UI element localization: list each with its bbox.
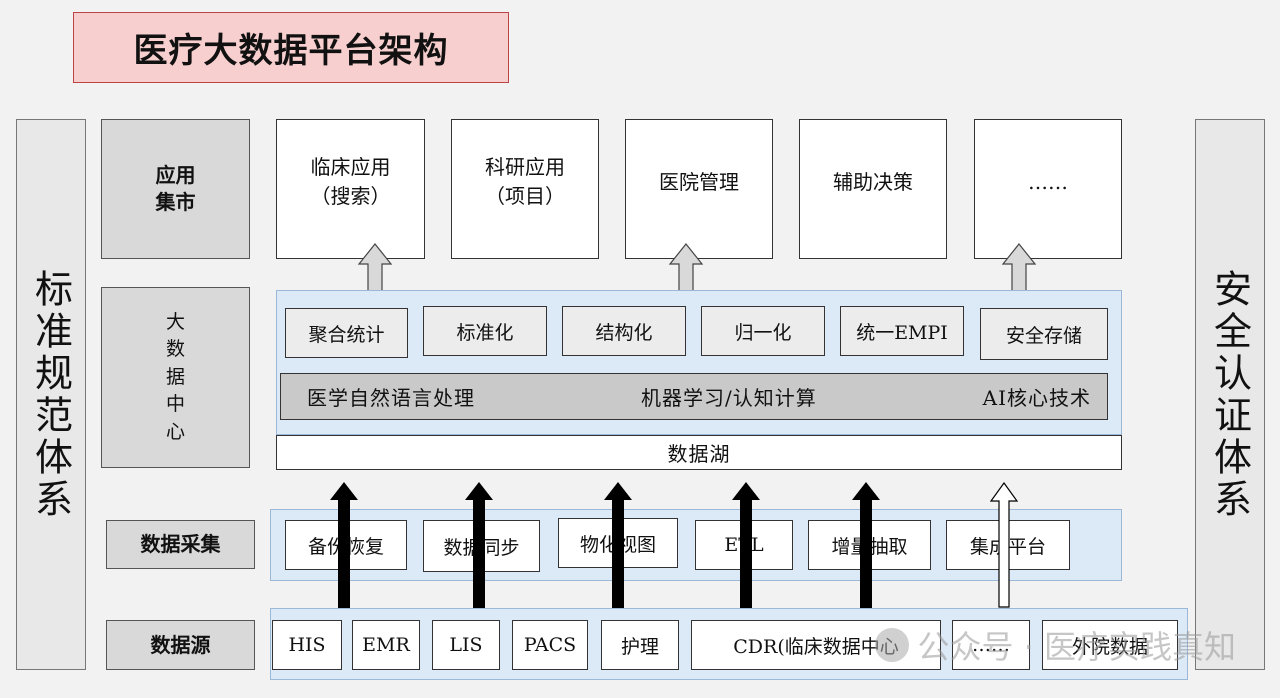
module-aggregate-stats: 聚合统计 [285, 308, 408, 358]
hollow-up-arrow-icon [1001, 243, 1037, 292]
source-lis: LIS [432, 620, 500, 670]
watermark-text: 公众号 · 医疗实践真知 [917, 628, 1236, 666]
ai-core-label: AI核心技术 [982, 386, 1091, 410]
solid-up-arrow-icon [330, 482, 358, 612]
module-normalization: 归一化 [701, 306, 825, 356]
app-research: 科研应用 （项目） [451, 119, 599, 259]
layer-big-data-center: 大 数 据 中 心 [101, 287, 250, 468]
hollow-up-arrow-icon [668, 243, 704, 292]
layer-app-market: 应用 集市 [101, 119, 250, 259]
app-decision-support: 辅助决策 [799, 119, 947, 259]
source-external-hospital: 外院数据 [1042, 620, 1178, 670]
source-pacs: PACS [512, 620, 588, 670]
source-more: …… [952, 620, 1030, 670]
solid-up-arrow-icon [465, 482, 493, 612]
app-clinical: 临床应用 （搜索） [276, 119, 425, 259]
hollow-up-arrow-icon [989, 482, 1019, 608]
solid-up-arrow-icon [852, 482, 880, 612]
app-more: …… [974, 119, 1122, 259]
ai-core-bar: 医学自然语言处理 机器学习/认知计算 AI核心技术 [280, 373, 1108, 420]
data-lake: 数据湖 [276, 435, 1122, 470]
security-system-panel: 安全认证体系 [1195, 119, 1265, 670]
module-standardization: 标准化 [423, 306, 547, 356]
standard-system-label: 标准规范体系 [28, 268, 73, 521]
ml-label: 机器学习/认知计算 [640, 386, 817, 410]
solid-up-arrow-icon [604, 482, 632, 612]
watermark: 公众号 · 医疗实践真知 [875, 622, 1236, 668]
layer-data-collection: 数据采集 [106, 520, 255, 569]
nlp-label: 医学自然语言处理 [307, 386, 475, 410]
source-his: HIS [272, 620, 342, 670]
module-secure-storage: 安全存储 [980, 308, 1108, 360]
hollow-up-arrow-icon [357, 243, 393, 292]
page-title: 医疗大数据平台架构 [73, 12, 509, 83]
source-emr: EMR [352, 620, 420, 670]
source-nursing: 护理 [601, 620, 679, 670]
wechat-icon [875, 628, 910, 662]
solid-up-arrow-icon [732, 482, 760, 612]
security-system-label: 安全认证体系 [1207, 268, 1252, 521]
standard-system-panel: 标准规范体系 [16, 119, 86, 670]
layer-data-source: 数据源 [106, 620, 255, 670]
module-unified-empi: 统一EMPI [840, 306, 964, 356]
module-structuring: 结构化 [562, 306, 686, 356]
app-hospital-management: 医院管理 [625, 119, 773, 259]
